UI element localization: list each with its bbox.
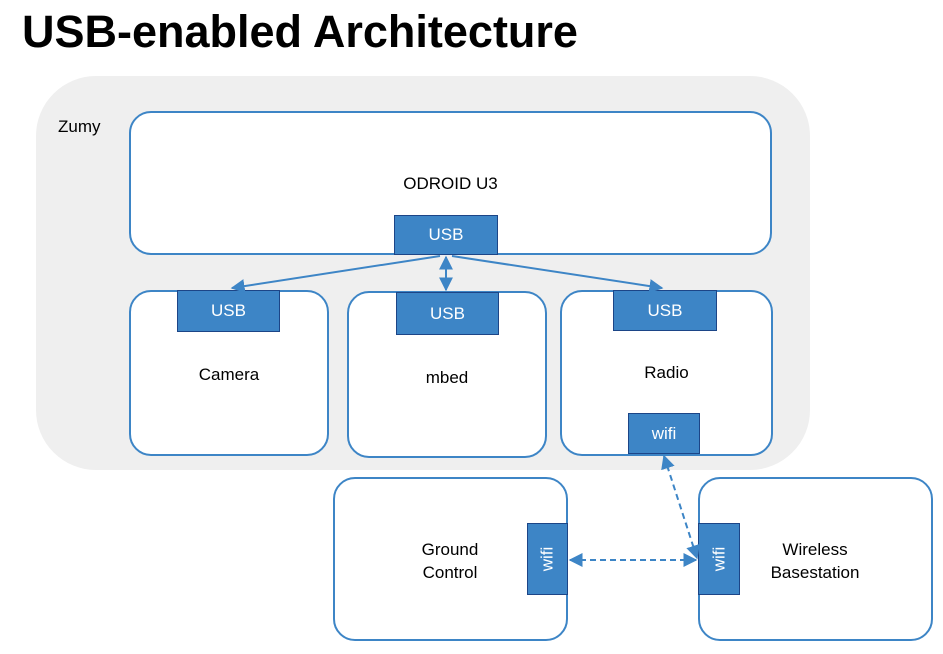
odroid-label: ODROID U3 <box>403 174 498 193</box>
zumy-label: Zumy <box>58 117 101 136</box>
camera-usb-port[interactable]: USB <box>177 290 280 332</box>
basestation-label: Wireless Basestation <box>745 538 885 584</box>
basestation-wifi-port[interactable]: wifi <box>698 523 740 595</box>
mbed-usb-port[interactable]: USB <box>396 292 499 335</box>
ground-control-label-line1: Ground <box>421 540 479 559</box>
ground-control-label: Ground Control <box>385 538 515 584</box>
radio-label: Radio <box>644 363 689 382</box>
basestation-label-line1: Wireless <box>782 540 848 559</box>
odroid-usb-port[interactable]: USB <box>394 215 498 255</box>
mbed-label: mbed <box>425 368 469 387</box>
page-title: USB-enabled Architecture <box>22 6 578 57</box>
camera-label: Camera <box>198 365 260 384</box>
radio-usb-port[interactable]: USB <box>613 290 717 331</box>
ground-control-wifi-port[interactable]: wifi <box>527 523 568 595</box>
odroid-radio-link <box>451 255 664 294</box>
ground-control-label-line2: Control <box>422 563 478 582</box>
radio-basestation-wifi-link <box>661 454 700 560</box>
odroid-camera-link <box>230 255 441 294</box>
radio-wifi-port[interactable]: wifi <box>628 413 700 454</box>
basestation-label-line2: Basestation <box>770 563 860 582</box>
